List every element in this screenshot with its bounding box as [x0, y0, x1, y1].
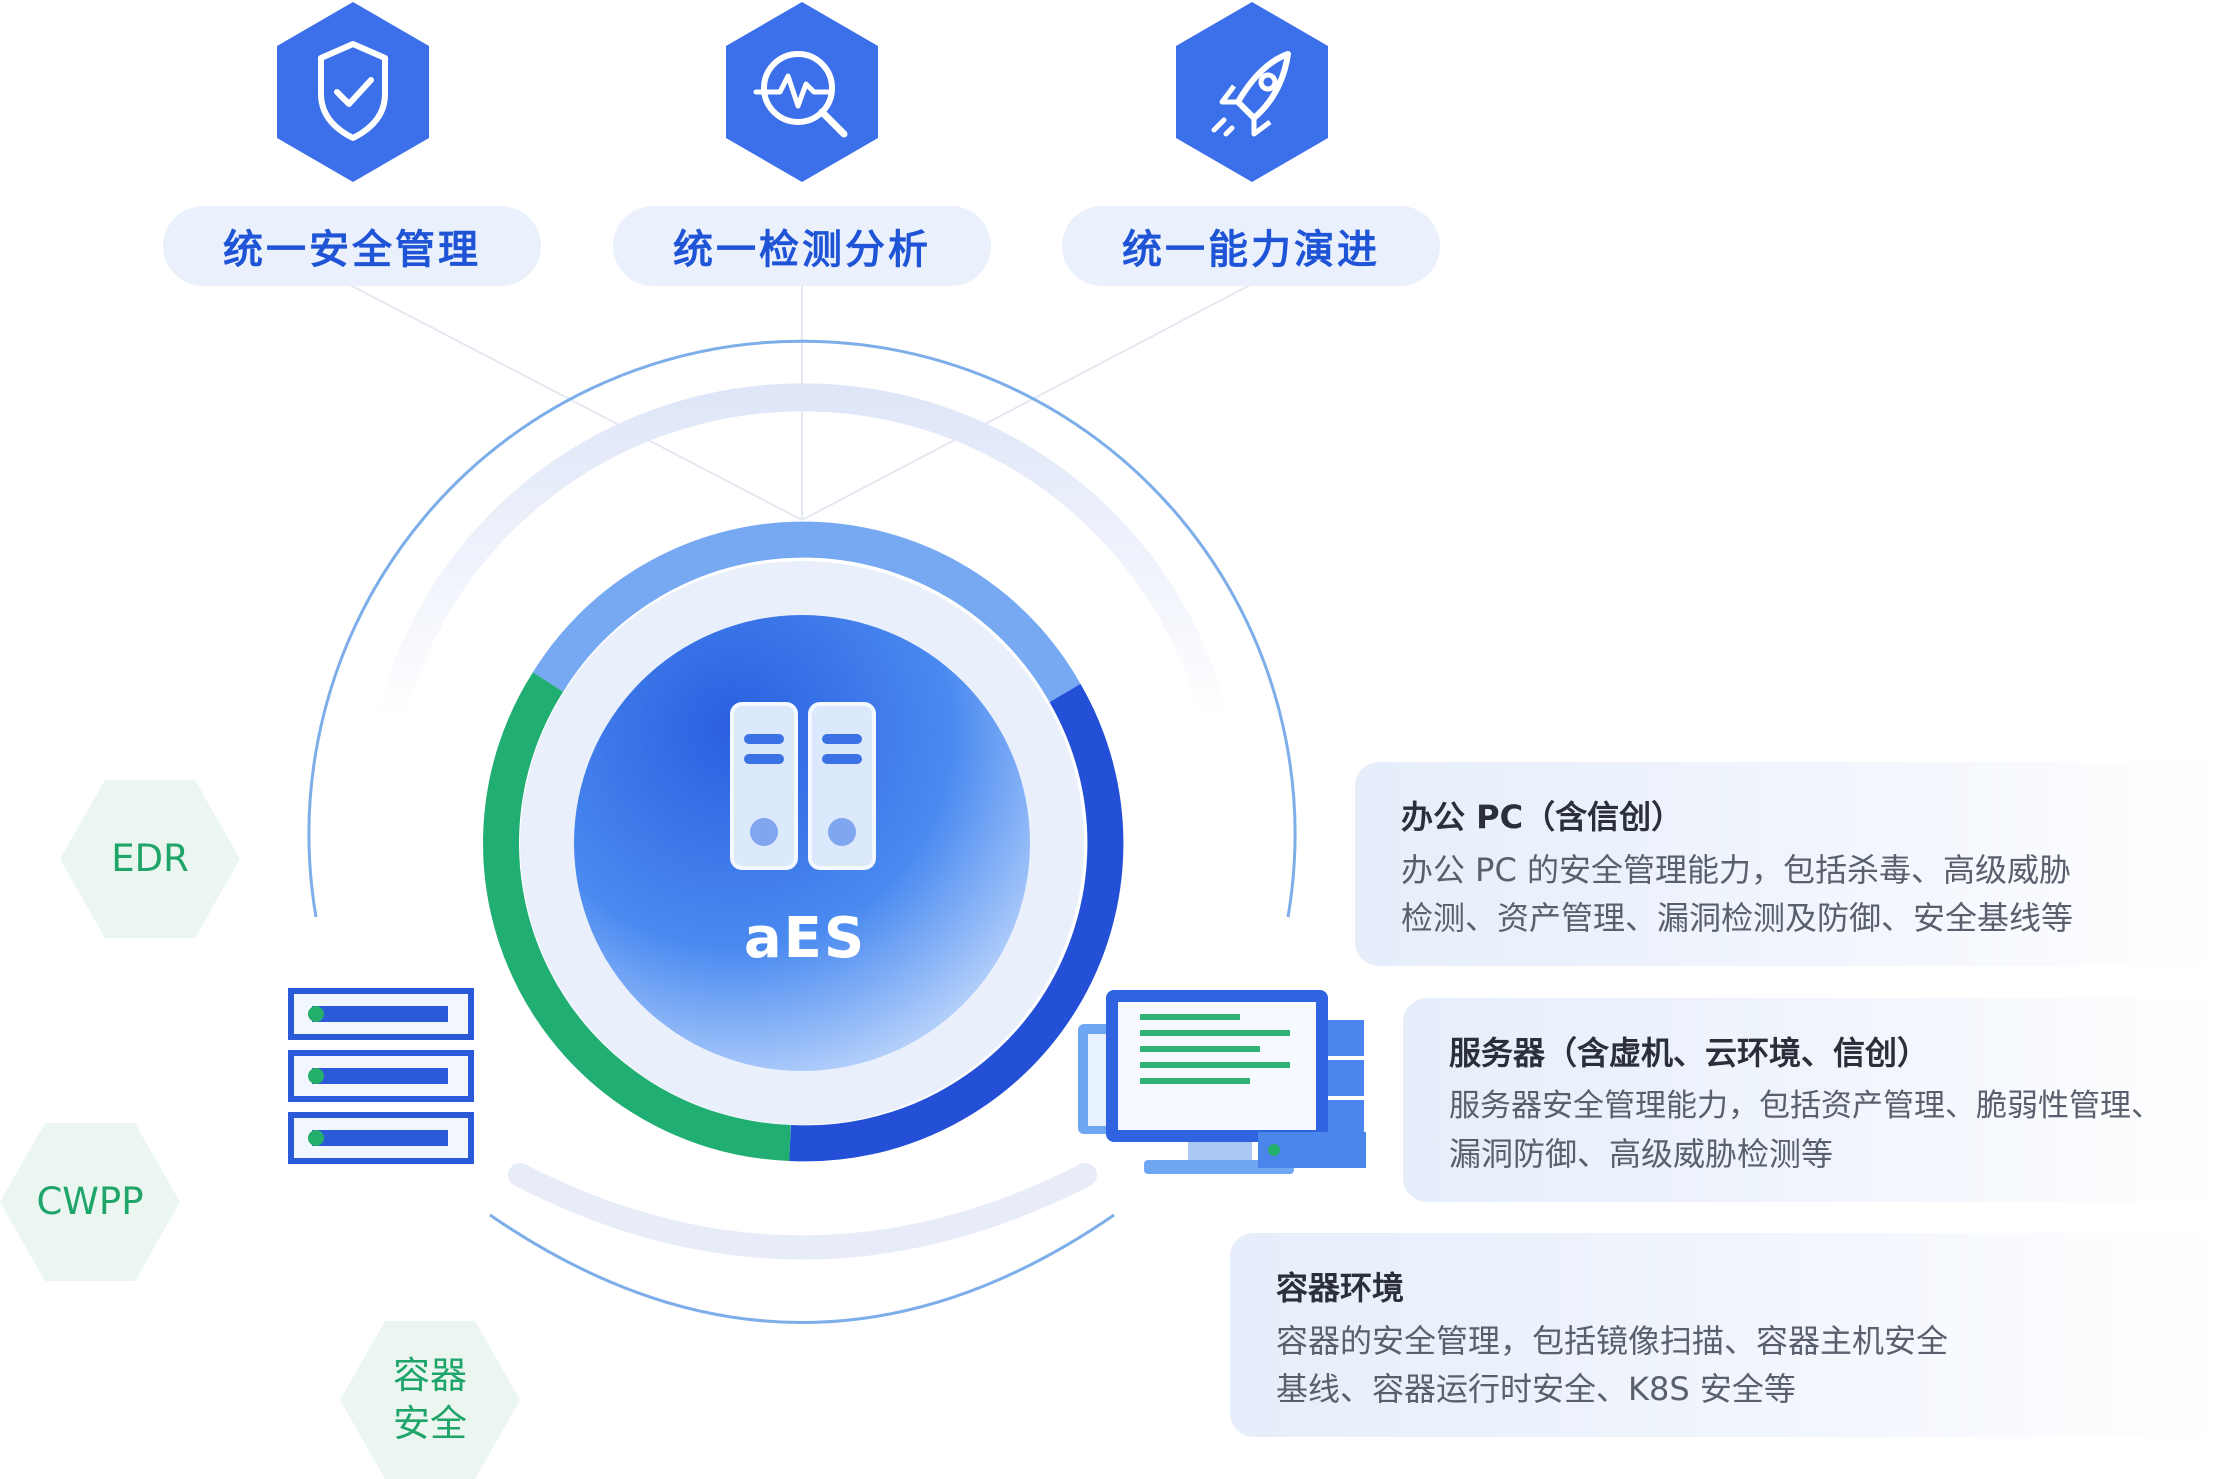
lower-faint-arc: [508, 1163, 1097, 1260]
card-container-environment: 容器环境 容器的安全管理，包括镜像扫描、容器主机安全 基线、容器运行时安全、K8…: [1230, 1233, 2223, 1437]
search-pulse-icon: [726, 2, 878, 182]
card-text-line2: 漏洞防御、高级威胁检测等: [1449, 1135, 1834, 1173]
connector-line: [349, 284, 803, 521]
connector-line: [801, 284, 1251, 521]
pill-unified-capability-evolution: 统一能力演进: [1062, 206, 1440, 286]
hex-label: CWPP: [36, 1180, 144, 1223]
hex-cwpp: CWPP: [0, 1123, 180, 1281]
hex-label: EDR: [111, 837, 189, 880]
card-office-pc: 办公 PC（含信创） 办公 PC 的安全管理能力，包括杀毒、高级威胁 检测、资产…: [1355, 762, 2223, 966]
card-text-line2: 检测、资产管理、漏洞检测及防御、安全基线等: [1401, 899, 2074, 937]
center-label: aES: [743, 906, 867, 971]
ring-segment-dark-blue: [789, 683, 1124, 1162]
ring-segment-light-blue: [532, 521, 1081, 702]
card-title: 容器环境: [1276, 1269, 1405, 1307]
pill-unified-detection-analysis: 统一检测分析: [613, 206, 991, 286]
card-title: 服务器（含虚机、云环境、信创）: [1449, 1034, 1930, 1072]
bottom-orbit-arc: [489, 1213, 1115, 1324]
center-core: [574, 615, 1030, 1071]
server-pair-icon: [730, 702, 876, 870]
shield-check-icon: [277, 2, 429, 182]
hex-container-security: 容器 安全: [340, 1321, 520, 1479]
pill-label: 统一检测分析: [673, 227, 931, 273]
outer-orbit-arc: [307, 339, 1297, 918]
inner-faint-arc: [376, 383, 1229, 734]
pill-label: 统一安全管理: [223, 227, 481, 273]
server-rack-icon: [288, 988, 474, 1164]
card-title: 办公 PC（含信创）: [1401, 798, 1684, 836]
ring-segment-green: [483, 672, 791, 1161]
card-text-line1: 容器的安全管理，包括镜像扫描、容器主机安全: [1276, 1322, 1949, 1360]
card-server: 服务器（含虚机、云环境、信创） 服务器安全管理能力，包括资产管理、脆弱性管理、 …: [1403, 998, 2223, 1202]
card-text-line1: 办公 PC 的安全管理能力，包括杀毒、高级威胁: [1401, 851, 2071, 889]
pill-label: 统一能力演进: [1122, 227, 1380, 273]
hex-label-line1: 容器: [393, 1354, 467, 1397]
rocket-icon: [1176, 2, 1328, 182]
hex-label-line2: 安全: [393, 1402, 467, 1445]
desktop-server-icon: [1078, 990, 1366, 1174]
card-text-line1: 服务器安全管理能力，包括资产管理、脆弱性管理、: [1449, 1088, 2162, 1124]
card-text-line2: 基线、容器运行时安全、K8S 安全等: [1276, 1370, 1796, 1408]
pill-unified-security-management: 统一安全管理: [163, 206, 541, 286]
